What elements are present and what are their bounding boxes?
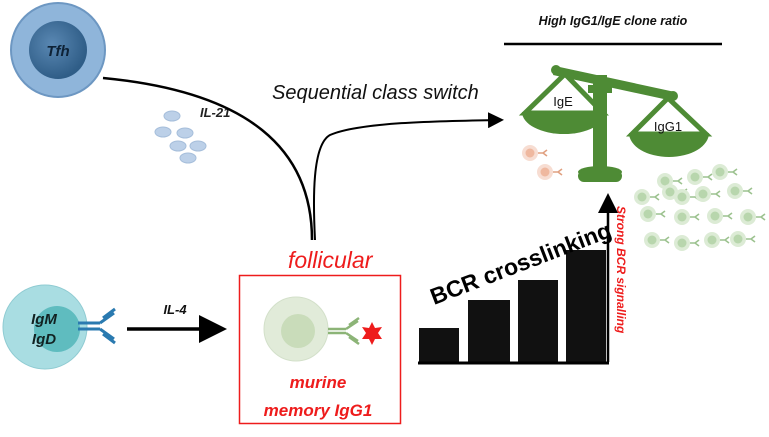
igg1-cells	[633, 163, 766, 252]
sequential-switch-arrow	[312, 112, 504, 241]
bcr-bars	[419, 250, 606, 362]
balance-scale-icon	[518, 65, 713, 182]
naive-line1: IgM	[31, 311, 57, 328]
bar-3	[518, 280, 558, 362]
naive-b-cell	[2, 284, 116, 370]
bar-1	[419, 328, 459, 362]
scale-right-label: IgG1	[654, 119, 682, 134]
bar-2	[468, 300, 510, 362]
memory-line1: murine	[290, 373, 347, 392]
il21-cytokines	[154, 110, 207, 164]
il4-label: IL-4	[163, 302, 187, 317]
antibody-icon	[78, 307, 116, 345]
follicular-label: follicular	[288, 247, 374, 273]
ige-cells	[521, 144, 563, 181]
follicular-box	[238, 274, 402, 425]
bar-4	[566, 250, 606, 362]
tfh-cell: Tfh	[10, 2, 106, 98]
tfh-label: Tfh	[46, 43, 69, 60]
tfh-help-curve	[102, 76, 314, 241]
memory-b-cell	[263, 296, 382, 362]
title: High IgG1/IgE clone ratio	[539, 14, 688, 28]
memory-line2: memory IgG1	[264, 401, 373, 420]
il21-label: IL-21	[200, 105, 230, 120]
sequential-label: Sequential class switch	[272, 82, 479, 104]
signal-label: Strong BCR signalling	[614, 206, 628, 334]
scale-left-label: IgE	[553, 94, 573, 109]
antigen-icon	[362, 322, 382, 345]
naive-line2: IgD	[32, 331, 56, 348]
